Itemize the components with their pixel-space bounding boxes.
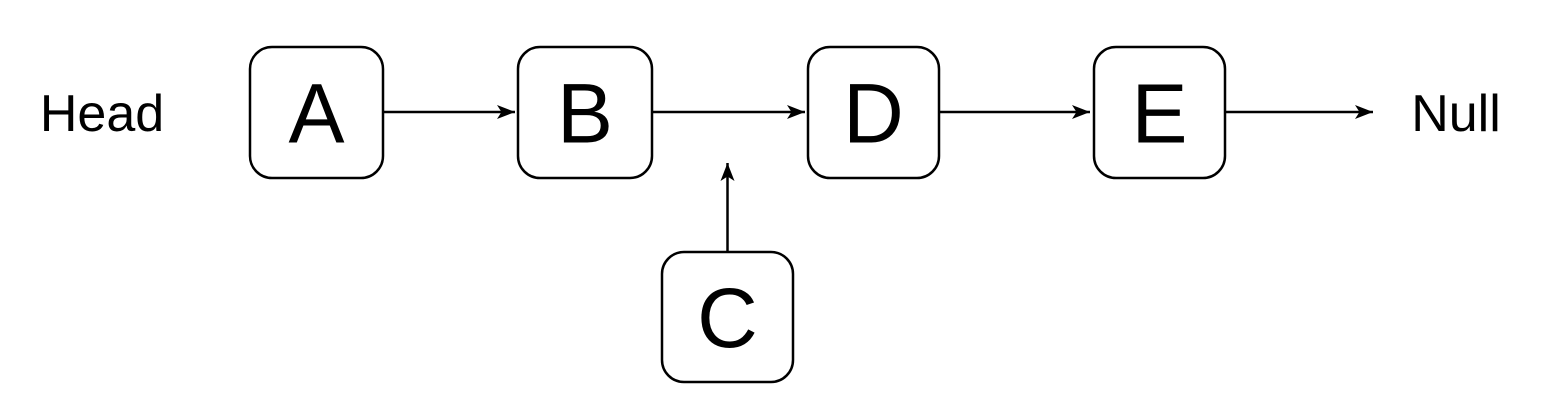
node-e: E (1092, 45, 1227, 180)
node-d: D (806, 45, 941, 180)
node-c-box (660, 250, 795, 384)
node-e-box (1092, 45, 1227, 180)
node-b-box (516, 45, 654, 180)
node-a: A (248, 45, 385, 180)
node-d-box (806, 45, 941, 180)
node-a-box (248, 45, 385, 180)
node-c-label: C (697, 271, 758, 365)
node-b: B (516, 45, 654, 180)
node-c: C (660, 250, 795, 384)
node-e-label: E (1131, 67, 1187, 161)
node-b-label: B (557, 67, 613, 161)
node-a-label: A (288, 67, 344, 161)
head-label: Head (40, 85, 164, 143)
null-label: Null (1411, 85, 1501, 143)
node-d-label: D (843, 67, 904, 161)
